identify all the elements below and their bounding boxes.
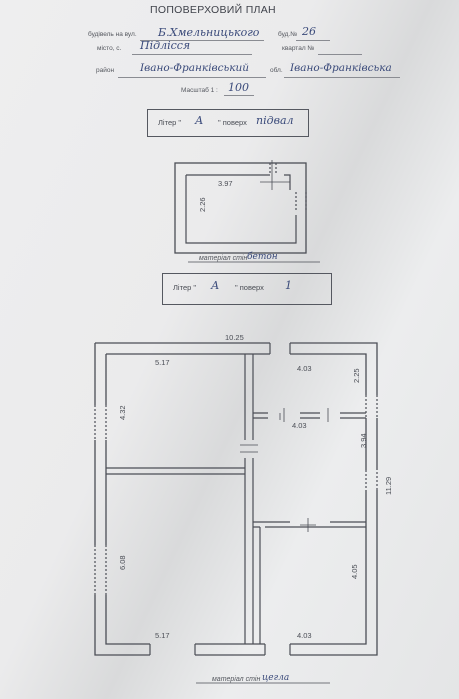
dim-right-total: 11.29 [384,477,393,495]
oblast-underline [284,77,400,78]
basement-floor-label: " поверх [218,118,247,127]
basement-plan [174,160,320,263]
dim-top-left-room: 5.17 [155,358,170,367]
city-underline [132,54,252,55]
city-label: місто, с. [97,45,122,52]
dim-inner-corridor: 4.03 [292,421,307,430]
basement-litera-value: А [195,114,204,127]
dim-left-upper: 4.32 [118,405,127,420]
block-underline [318,54,362,55]
basement-material-value: бетон [247,252,278,262]
house-value: 26 [302,25,316,38]
dim-right-lower: 4.05 [350,564,359,579]
district-label: район [96,67,115,74]
dim-bottom-right: 4.03 [297,631,312,640]
dim-top-right-room: 4.03 [297,364,312,373]
dim-total-width: 10.25 [225,333,244,342]
oblast-label: обл. [270,67,283,74]
floor1-floor-value: 1 [285,279,292,292]
floor1-litera-label: Літер " [173,283,197,292]
floor1-floor-label: " поверх [235,283,264,292]
basement-litera-label: Літер " [158,118,182,127]
floor1-litera-value: А [211,279,220,292]
street-value: Б.Хмельницького [158,26,260,39]
scale-value: 100 [228,81,249,94]
district-value: Івано-Франківський [140,62,250,74]
dim-bottom-left: 5.17 [155,631,170,640]
floor1-plan [94,342,378,684]
basement-litera-box: Літер " А " поверх підвал [147,109,309,137]
street-label: будівель на вул. [88,31,137,38]
district-underline [118,77,266,78]
basement-material-label: матеріал стін [199,255,248,262]
page-title: ПОПОВЕРХОВИЙ ПЛАН [150,4,276,16]
floor1-material-value: цегла [262,673,290,683]
scale-underline [224,95,254,96]
house-underline [296,40,330,41]
city-value: Підлісся [140,39,191,52]
dim-right-middle: 3.94 [359,433,368,448]
dim-right-upper: 2.25 [352,368,361,383]
house-label: буд.№ [278,31,298,38]
floor1-material-label: матеріал стін [212,676,261,683]
block-label: квартал № [282,45,315,52]
basement-dim-top: 3.97 [218,179,233,188]
street-underline [140,40,264,41]
dim-left-lower: 6.08 [118,555,127,570]
scale-label: Масштаб 1 : [181,87,218,94]
basement-floor-value: підвал [256,114,294,127]
oblast-value: Івано-Франківська [290,62,392,74]
basement-dim-left: 2.26 [198,197,207,212]
floor1-litera-box: Літер " А " поверх 1 [162,273,332,305]
